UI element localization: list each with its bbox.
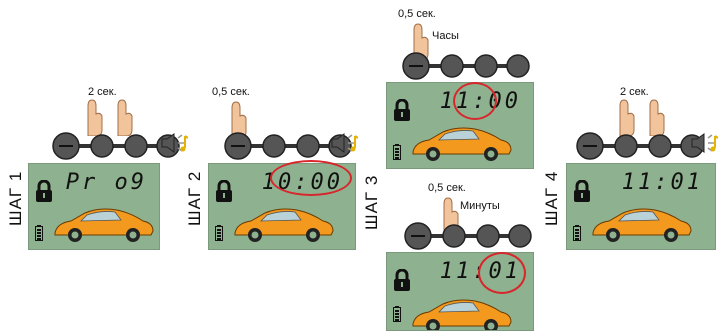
highlight-circle [453, 82, 497, 120]
lcd-text: Pr o9 [65, 170, 147, 195]
button-row-icon [404, 222, 534, 250]
battery-icon [393, 306, 401, 322]
car-icon [409, 124, 513, 162]
button-row-icon [576, 132, 706, 160]
lcd-screen-step1: Pr o9 [28, 163, 160, 250]
step2-title: ШАГ 2 [185, 170, 204, 226]
step1-title: ШАГ 1 [6, 170, 25, 226]
step4-duration: 2 сек. [620, 86, 649, 98]
sound-icon [330, 132, 358, 154]
hand-press-icon [644, 96, 666, 136]
hand-press-icon [112, 96, 134, 136]
step3-title: ШАГ 3 [362, 174, 381, 230]
battery-icon [393, 144, 401, 160]
step3-duration-top: 0,5 сек. [398, 8, 436, 20]
lock-icon [393, 99, 411, 121]
lock-icon [215, 180, 233, 202]
lock-icon [393, 269, 411, 291]
battery-icon [35, 225, 43, 241]
step3-duration-bottom: 0,5 сек. [428, 182, 466, 194]
lock-icon [35, 180, 53, 202]
step1-duration: 2 сек. [88, 86, 117, 98]
minutes-label: Минуты [460, 200, 500, 212]
highlight-circle [270, 160, 352, 196]
sound-icon [690, 132, 718, 154]
button-row-icon [402, 52, 532, 80]
lock-icon [573, 180, 591, 202]
sound-icon [160, 132, 188, 154]
car-icon [231, 205, 335, 243]
car-icon [51, 205, 155, 243]
lcd-screen-step4: 11:01 [566, 163, 716, 250]
car-icon [589, 205, 693, 243]
hand-press-icon [82, 96, 104, 136]
step4-title: ШАГ 4 [542, 170, 561, 226]
battery-icon [573, 225, 581, 241]
lcd-text: 11:01 [621, 170, 703, 195]
hand-press-icon [614, 96, 636, 136]
hours-label: Часы [432, 30, 459, 42]
car-icon [409, 296, 513, 331]
highlight-circle [478, 252, 526, 294]
step2-duration: 0,5 сек. [212, 86, 250, 98]
battery-icon [215, 225, 223, 241]
